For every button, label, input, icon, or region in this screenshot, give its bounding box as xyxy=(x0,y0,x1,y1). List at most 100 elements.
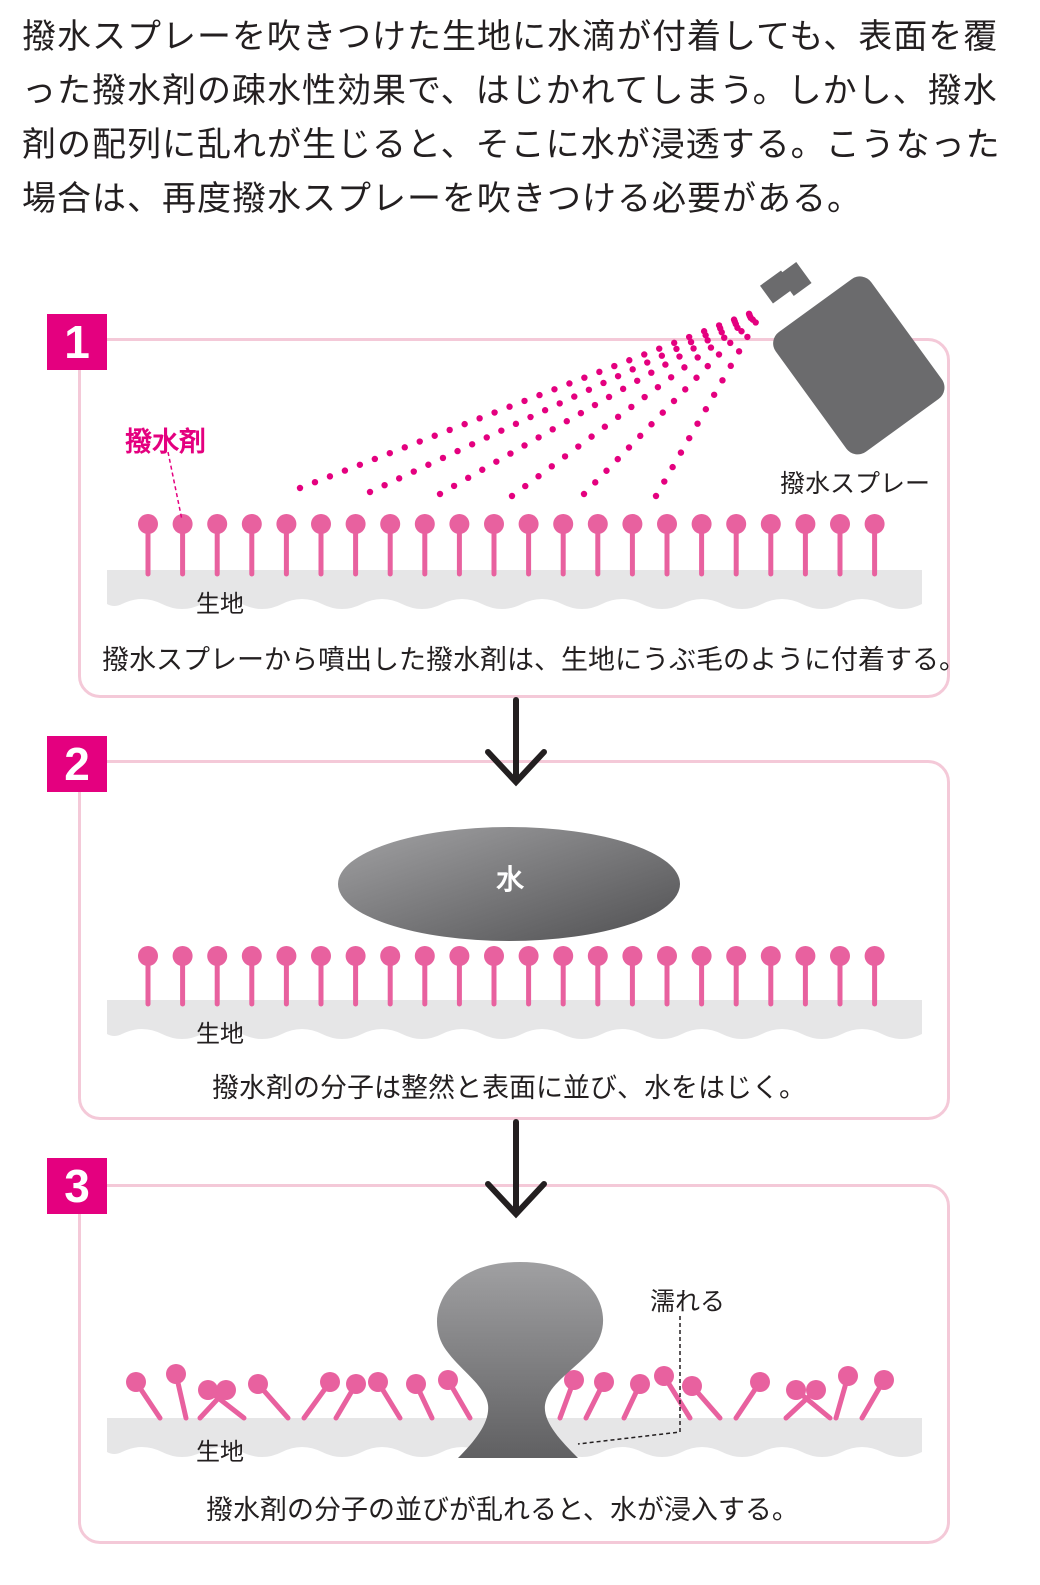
spray-droplet xyxy=(690,345,697,352)
molecule xyxy=(795,514,816,577)
spray-droplet xyxy=(669,463,676,471)
molecule xyxy=(301,1372,340,1421)
spray-droplet xyxy=(641,351,648,358)
molecule xyxy=(276,514,297,577)
spray-droplet xyxy=(629,366,636,373)
molecule xyxy=(682,1376,723,1421)
spray-droplet xyxy=(431,432,438,439)
spray-droplet xyxy=(718,329,725,336)
molecule xyxy=(726,514,747,577)
molecule xyxy=(368,1372,403,1421)
spray-droplet xyxy=(395,475,403,482)
molecule xyxy=(241,946,262,1007)
spray-droplet xyxy=(425,461,432,468)
spray-droplet xyxy=(652,492,660,500)
fabric-label-3: 生地 xyxy=(196,1438,244,1466)
spray-droplet xyxy=(535,473,542,480)
spray-droplet xyxy=(296,484,304,492)
spray-droplet xyxy=(311,478,319,486)
spray-droplet xyxy=(356,461,364,468)
spray-droplet xyxy=(673,345,680,353)
spray-droplet xyxy=(681,364,688,371)
agent-leader-line xyxy=(167,451,183,521)
molecule xyxy=(311,514,331,577)
molecule xyxy=(553,946,574,1007)
molecule xyxy=(621,1374,650,1421)
spray-droplet xyxy=(571,393,578,400)
spray-droplet xyxy=(661,478,668,485)
molecule xyxy=(783,1380,826,1421)
water-intrusion-3 xyxy=(436,1262,604,1458)
spray-droplet xyxy=(707,344,715,351)
spray-droplet xyxy=(693,374,700,381)
spray-droplet xyxy=(563,418,570,425)
spray-droplet xyxy=(521,397,528,405)
spray-droplet xyxy=(439,454,447,462)
spray-droplet xyxy=(479,466,486,473)
spray-droplet xyxy=(561,453,569,460)
molecule xyxy=(166,1364,189,1421)
molecule xyxy=(587,514,608,577)
step-2-caption: 撥水剤の分子は整然と表面に並び、水をはじく。 xyxy=(212,1073,806,1104)
molecule xyxy=(138,946,158,1007)
molecule xyxy=(864,946,885,1007)
spray-droplet xyxy=(735,348,743,355)
spray-droplet xyxy=(366,488,374,496)
molecule xyxy=(760,946,781,1007)
spray-droplet xyxy=(619,385,627,393)
molecule xyxy=(830,514,850,577)
spray-droplet xyxy=(667,374,675,381)
molecule xyxy=(172,514,193,577)
spray-droplet xyxy=(658,352,666,359)
spray-droplet xyxy=(386,449,394,457)
molecule xyxy=(518,514,539,577)
spray-can-icon xyxy=(760,262,945,455)
molecule xyxy=(380,946,401,1007)
spray-droplet xyxy=(498,427,505,434)
spray-droplet xyxy=(491,409,498,416)
spray-droplet xyxy=(685,333,693,341)
spray-droplet xyxy=(626,357,633,364)
molecule xyxy=(657,946,677,1007)
spray-droplet xyxy=(644,359,651,366)
molecule xyxy=(691,514,712,577)
spray-droplet xyxy=(450,482,458,490)
spray-droplet xyxy=(541,407,549,414)
spray-droplet xyxy=(575,443,582,450)
spray-droplet xyxy=(581,374,588,381)
spray-droplet xyxy=(614,372,622,380)
molecule xyxy=(726,946,747,1007)
spray-droplet xyxy=(483,434,490,441)
spray-droplet xyxy=(549,426,556,433)
spray-droplet xyxy=(601,423,609,430)
spray-droplet xyxy=(648,421,655,428)
spray-droplet xyxy=(694,420,701,427)
step-3-caption: 撥水剤の分子の並びが乱れると、水が浸入する。 xyxy=(206,1495,799,1526)
spray-droplet xyxy=(694,354,701,361)
spray-droplet xyxy=(648,369,655,376)
spray-droplet xyxy=(548,463,555,470)
molecule xyxy=(691,946,712,1007)
down-arrow-1-icon xyxy=(485,697,547,787)
molecule-row-1 xyxy=(138,514,885,577)
spray-droplet xyxy=(371,455,379,463)
spray-droplet xyxy=(744,333,751,341)
spray-droplet xyxy=(614,413,622,421)
spray-droplet xyxy=(454,447,461,455)
molecule xyxy=(276,946,297,1007)
molecule xyxy=(345,946,366,1007)
molecule xyxy=(484,514,504,577)
spray-droplet xyxy=(676,353,683,360)
intro-paragraph: 撥水スプレーを吹きつけた生地に水滴が付着しても、表面を覆った撥水剤の疎水性効果で… xyxy=(22,17,1001,219)
spray-droplet xyxy=(493,458,500,465)
spray-droplet xyxy=(641,393,648,401)
spray-droplet xyxy=(596,368,603,376)
spray-droplet xyxy=(727,362,734,370)
water-drop-2 xyxy=(338,827,680,941)
spray-droplet xyxy=(591,401,599,409)
molecule xyxy=(795,946,816,1007)
spray-droplet xyxy=(580,490,588,498)
spray-droplet xyxy=(634,377,641,384)
molecule xyxy=(484,946,504,1007)
spray-droplet xyxy=(710,391,718,398)
